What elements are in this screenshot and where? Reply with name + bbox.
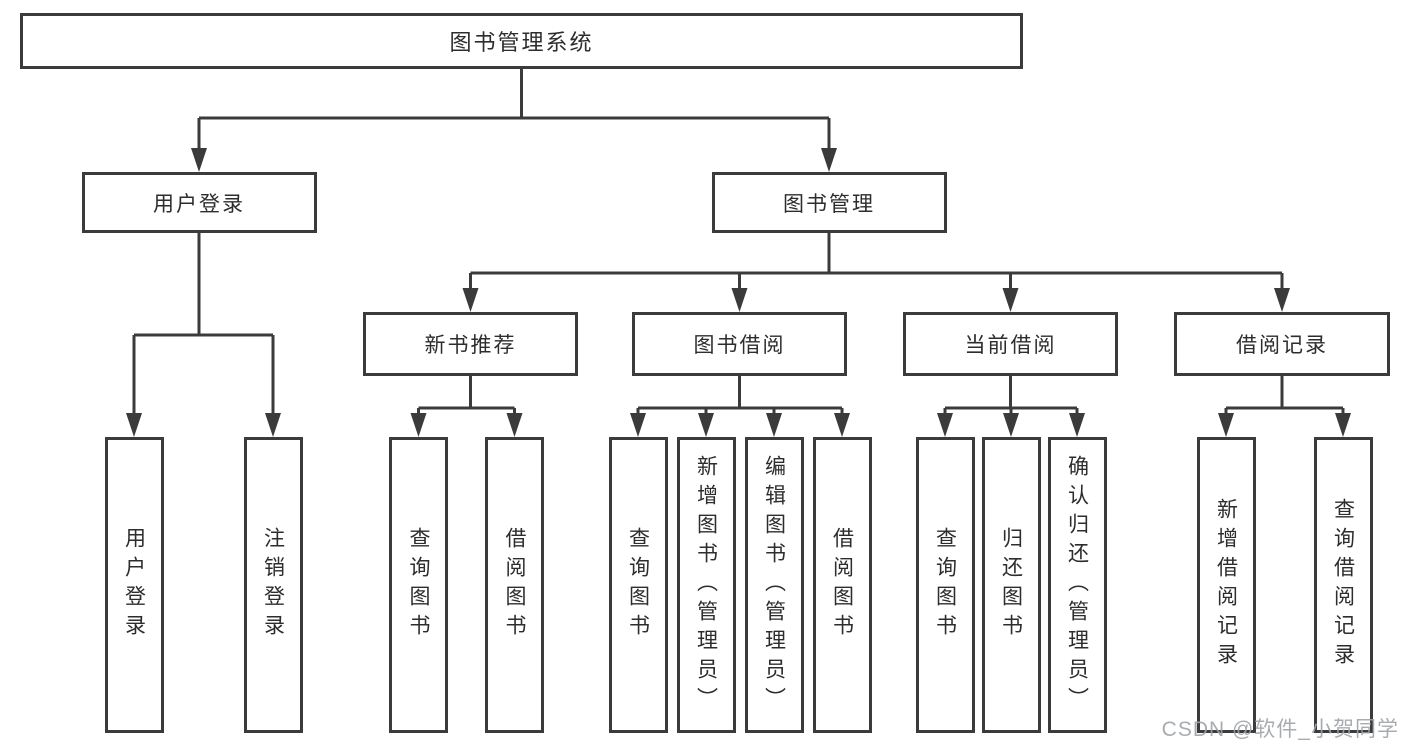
leaf-query-books-recommend: 查询图书 (389, 437, 448, 733)
leaf-user-login: 用户登录 (104, 437, 164, 733)
leaf-query-borrow-record: 查询借阅记录 (1313, 437, 1373, 733)
node-book-management-branch: 图书管理 (711, 172, 947, 233)
leaf-query-books-current: 查询图书 (915, 437, 975, 733)
node-borrow-records: 借阅记录 (1174, 312, 1390, 376)
leaf-add-borrow-record: 新增借阅记录 (1196, 437, 1256, 733)
leaf-borrow-books-recommend: 借阅图书 (485, 437, 544, 733)
leaf-add-book-admin: 新增图书（管理员） (676, 437, 736, 733)
node-user-login-branch: 用户登录 (81, 172, 317, 233)
csdn-watermark: CSDN @软件_小贺同学 (1161, 718, 1399, 741)
node-current-borrow: 当前借阅 (903, 312, 1118, 376)
leaf-logout: 注销登录 (243, 437, 303, 733)
arrowheads (126, 148, 1351, 437)
node-root-system: 图书管理系统 (20, 13, 1023, 69)
leaf-borrow-books: 借阅图书 (812, 437, 872, 733)
leaf-confirm-return-admin: 确认归还（管理员） (1047, 437, 1107, 733)
node-book-borrow: 图书借阅 (632, 312, 847, 376)
node-new-book-recommend: 新书推荐 (363, 312, 578, 376)
leaf-return-book: 归还图书 (981, 437, 1041, 733)
leaf-query-books-borrow: 查询图书 (608, 437, 668, 733)
leaf-edit-book-admin: 编辑图书（管理员） (744, 437, 804, 733)
